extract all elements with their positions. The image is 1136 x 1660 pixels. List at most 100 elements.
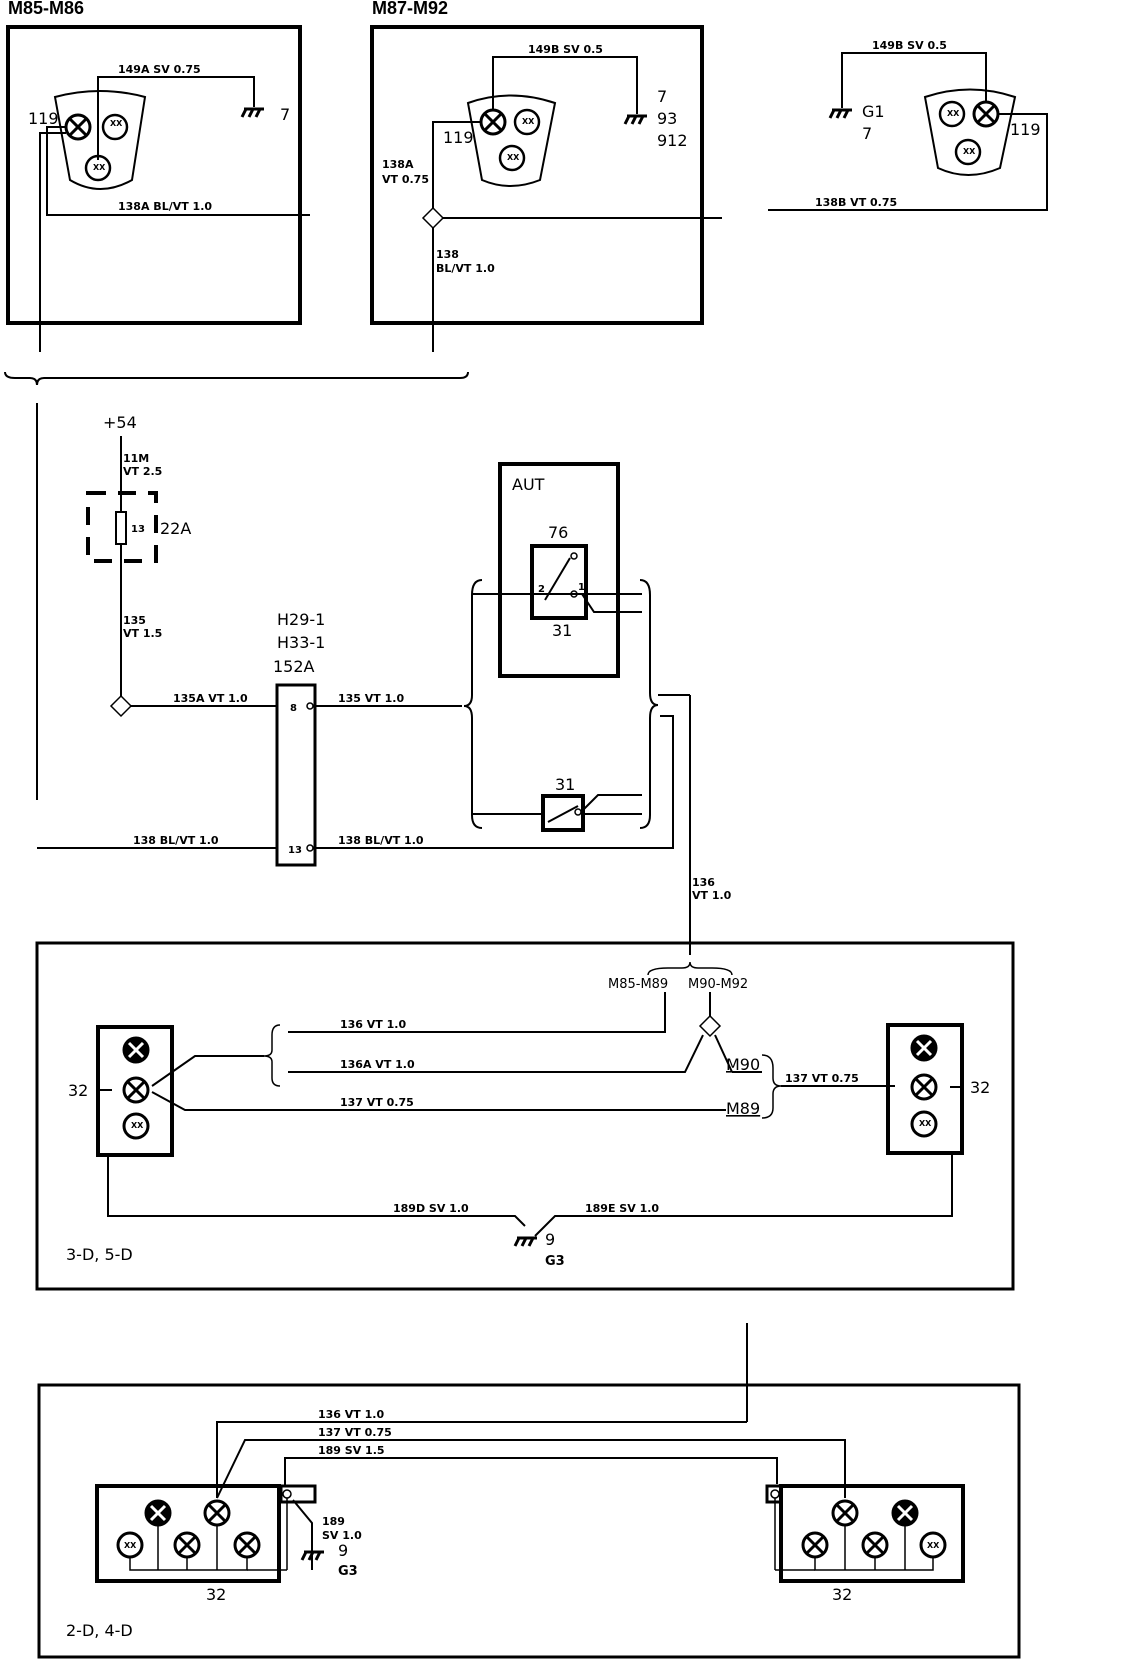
wire-138a-bl bbox=[46, 126, 310, 216]
wire-149b bbox=[492, 56, 638, 114]
lamp-common-bus bbox=[129, 1557, 248, 1571]
wire-136-mid bbox=[288, 992, 666, 1033]
label-m90: M90 bbox=[726, 1055, 760, 1074]
wire-label-138a-num: 138A bbox=[382, 158, 414, 171]
header-aut: AUT bbox=[512, 475, 545, 494]
wire-189e bbox=[534, 1153, 953, 1237]
pin-socket bbox=[306, 844, 314, 852]
lamp-xx-icon bbox=[910, 1110, 938, 1138]
label-ground-g1: G1 bbox=[862, 102, 885, 121]
lamp-xx-icon bbox=[101, 113, 129, 141]
wire-label-138-col: BL/VT 1.0 bbox=[436, 262, 495, 275]
label-ground-9: 9 bbox=[338, 1541, 348, 1560]
splice-icon bbox=[110, 695, 132, 717]
lamp-xx-label: XX bbox=[93, 163, 106, 172]
relay-terminal bbox=[570, 552, 578, 560]
wire-label-138a-bl: 138A BL/VT 1.0 bbox=[118, 200, 212, 213]
label-relay-pin-1: 1 bbox=[578, 582, 585, 593]
lamp-bulb-filled-icon bbox=[910, 1034, 938, 1062]
wire-136a bbox=[288, 1034, 704, 1073]
lamp-xx-label: XX bbox=[507, 153, 520, 162]
wire-label-136: 136 VT 1.0 bbox=[340, 1018, 406, 1031]
lamp-xx-label: XX bbox=[110, 119, 123, 128]
bundle-brace bbox=[263, 1024, 281, 1087]
label-variant-m90-m92: M90-M92 bbox=[688, 977, 748, 992]
lamp-bulb-icon bbox=[173, 1531, 201, 1559]
wire-label-11m-col: VT 2.5 bbox=[123, 465, 162, 478]
wire-189d bbox=[107, 1155, 526, 1227]
label-lamp-32: 32 bbox=[832, 1585, 852, 1604]
header-2d-4d: 2-D, 4-D bbox=[66, 1621, 133, 1640]
box-2d-4d bbox=[37, 1383, 1021, 1659]
lamp-cluster-32-right bbox=[779, 1484, 965, 1583]
wire-label-136a: 136A VT 1.0 bbox=[340, 1058, 415, 1071]
label-ground-912: 912 bbox=[657, 131, 688, 150]
lamp-bulb-icon bbox=[479, 108, 507, 136]
lamp-xx-label: XX bbox=[919, 1119, 932, 1128]
wire-label-149b: 149B SV 0.5 bbox=[528, 43, 603, 56]
lamp-cluster-32-left bbox=[95, 1484, 281, 1583]
wire-switch-out-a bbox=[580, 794, 642, 813]
connector-tab bbox=[279, 1484, 317, 1504]
splice-icon bbox=[422, 207, 444, 229]
label-ground-7: 7 bbox=[862, 124, 872, 143]
wire-m90-link bbox=[714, 1034, 733, 1073]
wire-relay-out bbox=[581, 593, 642, 613]
wire-label-189e: 189E SV 1.0 bbox=[585, 1202, 659, 1215]
wire-label-149a: 149A SV 0.75 bbox=[118, 63, 201, 76]
fuse-box-22a bbox=[86, 491, 158, 563]
variant-brace bbox=[647, 961, 733, 976]
brace-right bbox=[639, 579, 659, 829]
label-ground-g3: G3 bbox=[545, 1254, 565, 1269]
lamp-unit-32-right bbox=[886, 1023, 964, 1155]
label-switch-31-aut: 31 bbox=[552, 621, 572, 640]
pin-socket bbox=[282, 1489, 292, 1499]
lamp-xx-label: XX bbox=[963, 147, 976, 156]
header-m87-m92: M87-M92 bbox=[372, 0, 448, 18]
splice-icon bbox=[699, 1015, 721, 1037]
lamp-xx-label: XX bbox=[927, 1541, 940, 1550]
label-pin-13: 13 bbox=[288, 845, 302, 856]
header-m85-m86: M85-M86 bbox=[8, 0, 84, 18]
lamp-bulb-icon bbox=[64, 113, 92, 141]
label-m89: M89 bbox=[726, 1099, 760, 1118]
wire-138b bbox=[768, 113, 1048, 211]
pin-socket bbox=[770, 1489, 780, 1499]
box-m85-m86 bbox=[6, 25, 302, 325]
label-ground-7: 7 bbox=[280, 105, 290, 124]
wire-label-135-col: VT 1.5 bbox=[123, 627, 162, 640]
wire-label-137-right: 137 VT 0.75 bbox=[785, 1072, 859, 1085]
wire-138a-down bbox=[39, 132, 66, 352]
lamp-bulb-filled-icon bbox=[122, 1036, 150, 1064]
lamp-xx-icon bbox=[938, 100, 966, 128]
lamp-bulb-icon bbox=[801, 1531, 829, 1559]
label-h29-1: H29-1 bbox=[277, 610, 325, 629]
label-lamp-32: 32 bbox=[206, 1585, 226, 1604]
wire-149a bbox=[97, 76, 255, 160]
wire-label-138-bl-left: 138 BL/VT 1.0 bbox=[133, 834, 219, 847]
switch-terminal bbox=[574, 808, 582, 816]
wire-label-189-num: 189 bbox=[322, 1515, 345, 1528]
header-3d-5d: 3-D, 5-D bbox=[66, 1245, 133, 1264]
ground-icon bbox=[828, 108, 854, 120]
label-119: 119 bbox=[28, 109, 59, 128]
variant-brace-right bbox=[761, 1054, 782, 1119]
lamp-bulb-icon bbox=[203, 1499, 231, 1527]
label-119: 119 bbox=[443, 128, 474, 147]
box-3d-5d bbox=[35, 941, 1015, 1291]
ground-icon bbox=[623, 114, 649, 126]
label-lamp-32: 32 bbox=[970, 1078, 990, 1097]
wire-label-138-num: 138 bbox=[436, 248, 459, 261]
lamp-xx-label: XX bbox=[124, 1541, 137, 1550]
label-119: 119 bbox=[1010, 120, 1041, 139]
relay-76 bbox=[530, 544, 588, 620]
wire-label-135a: 135A VT 1.0 bbox=[173, 692, 248, 705]
lamp-xx-icon bbox=[122, 1112, 150, 1140]
label-lamp-32: 32 bbox=[68, 1081, 88, 1100]
ground-icon bbox=[240, 107, 266, 119]
fuse-icon bbox=[115, 511, 127, 545]
lamp-xx-icon bbox=[513, 108, 541, 136]
lamp-housing-left bbox=[53, 90, 147, 190]
label-fuse-pin: 13 bbox=[131, 524, 145, 535]
lamp-bulb-filled-icon bbox=[891, 1499, 919, 1527]
